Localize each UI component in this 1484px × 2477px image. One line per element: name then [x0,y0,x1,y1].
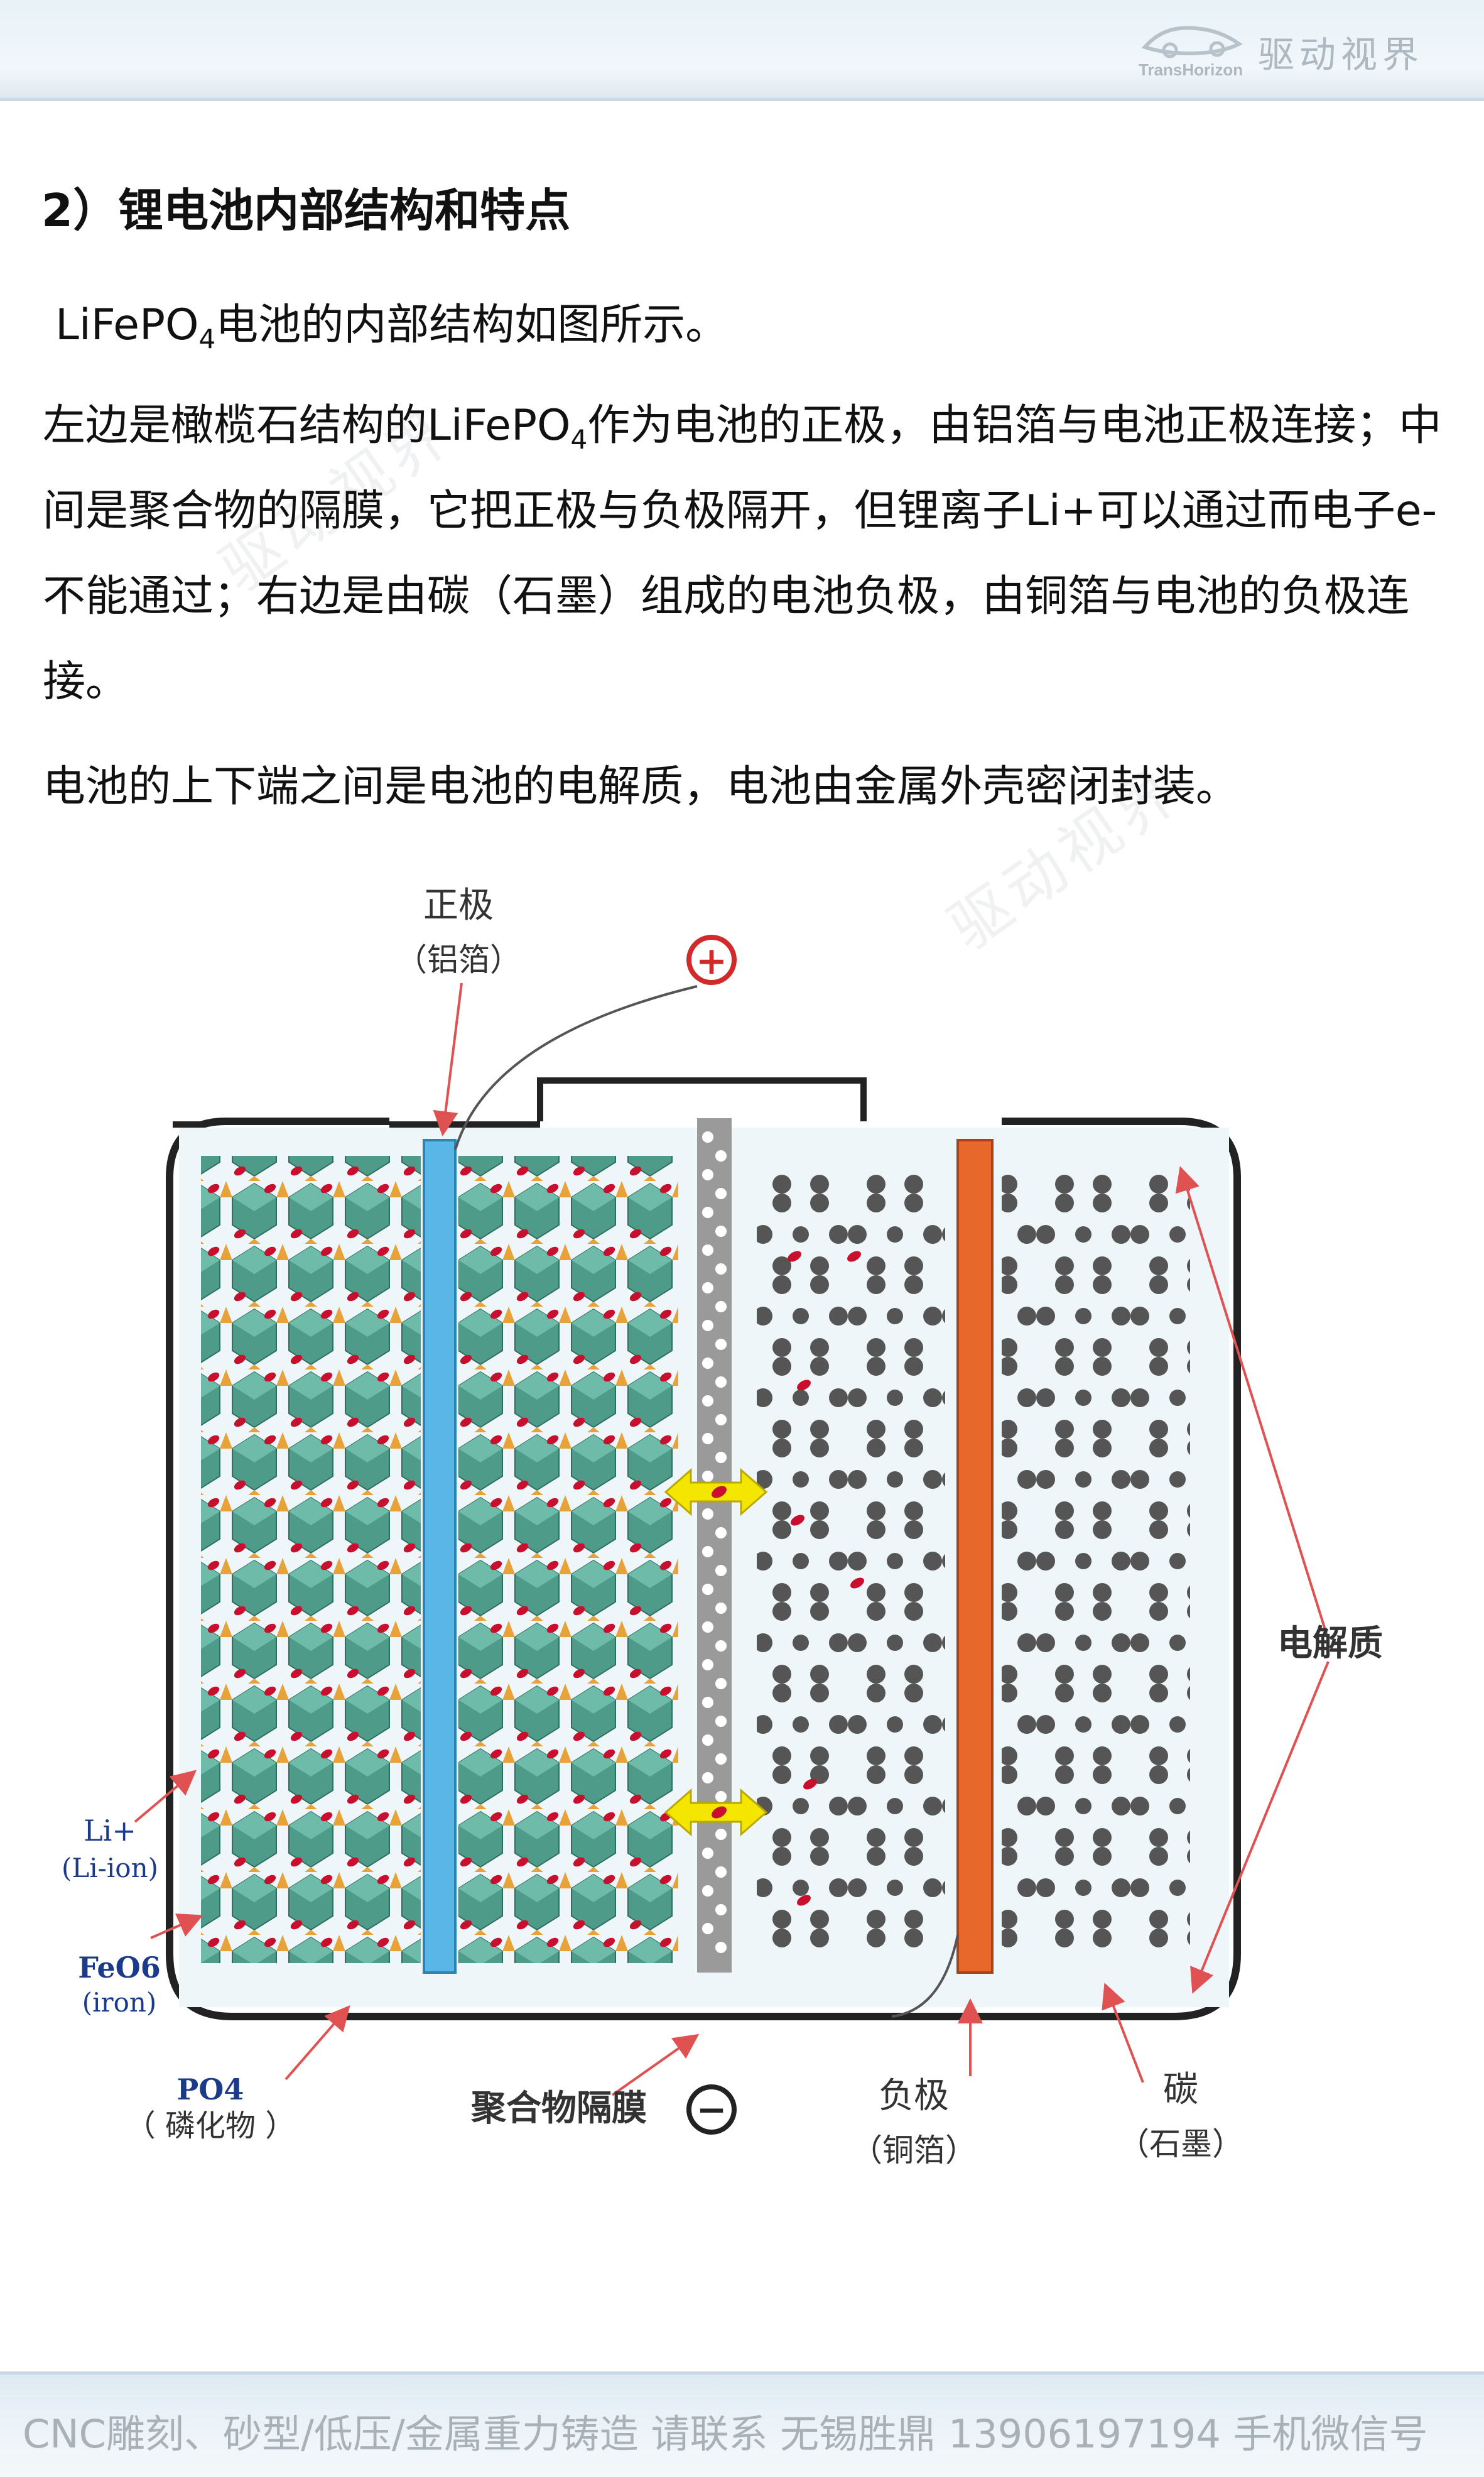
section-heading: 2）锂电池内部结构和特点 [41,184,571,237]
label-graphite: （石墨） [1118,2126,1243,2162]
positive-terminal-icon: + [686,935,737,985]
svg-text:+: + [696,939,727,983]
brand-name-cn: 驱动视界 [1258,33,1424,76]
label-copper-foil: （铜箔） [851,2132,977,2169]
label-li-ion: Li+ [84,1814,136,1848]
negative-terminal-icon: − [686,2084,737,2135]
svg-text:−: − [696,2088,727,2131]
label-electrolyte: 电解质 [1277,1623,1383,1664]
negative-wire [891,1934,959,2018]
footer-contact-text: CNC雕刻、砂型/低压/金属重力铸造 请联系 无锡胜鼎 13906197194 … [23,2411,1428,2457]
separator-pores [702,1131,727,1953]
label-pointers [134,983,1330,2096]
battery-structure-diagram: + − 正极 （铝箔） 电解质 Li+ (Li-ion) FeO6 (iron)… [0,867,1484,2211]
brand-name-en: TransHorizon [1139,60,1243,79]
label-negative: 负极 [879,2076,949,2116]
label-carbon: 碳 [1163,2069,1198,2110]
polymer-separator [697,1118,732,1973]
positive-wire [454,985,698,1150]
label-li-ion-en: (Li-ion) [62,1853,158,1883]
carbon-anode-right [1002,1162,1190,1960]
page-header: 驱动视界 TransHorizon [0,0,1484,101]
label-phosphide: （ 磷化物 ） [126,2108,296,2143]
label-po4: PO4 [177,2072,244,2106]
page-footer: CNC雕刻、砂型/低压/金属重力铸造 请联系 无锡胜鼎 13906197194 … [0,2371,1484,2477]
structure-paragraph: 左边是橄榄石结构的LiFePO4作为电池的正极，由铝箔与电池正极连接；中间是聚合… [43,401,1442,707]
label-feo6: FeO6 [78,1951,161,1984]
ion-transfer-arrow [664,1467,768,1516]
carbon-anode-left [757,1162,945,1960]
label-separator: 聚合物隔膜 [470,2088,647,2129]
electrolyte-paragraph: 电池的上下端之间是电池的电解质，电池由金属外壳密闭封装。 [43,762,1239,812]
brand-logo: 驱动视界 TransHorizon [1139,19,1434,88]
cathode-crystal-right [458,1156,678,1963]
lithium-ions-anode [788,1251,864,1906]
label-iron: (iron) [82,1987,157,2018]
ion-transfer-arrow [664,1788,768,1837]
intro-paragraph: LiFePO4电池的内部结构如图所示。 [55,300,728,354]
label-aluminum-foil: （铝箔） [396,942,521,978]
copper-foil [956,1139,994,1974]
cathode-crystal-left [201,1156,421,1963]
aluminum-foil [423,1139,457,1974]
label-positive: 正极 [423,885,494,926]
car-logo-icon [1141,26,1243,58]
